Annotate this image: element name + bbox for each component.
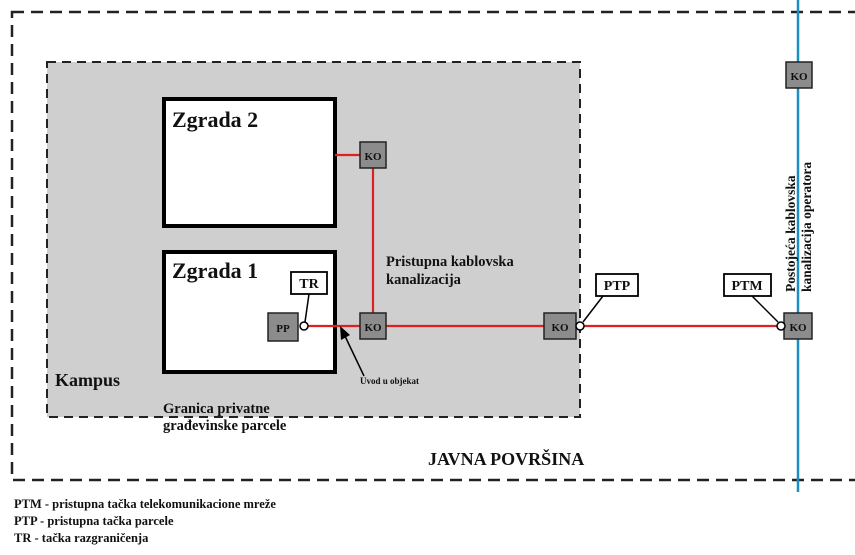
- campus-label: Kampus: [55, 370, 120, 390]
- ptp-point: [575, 321, 585, 331]
- tr-callout-label: TR: [299, 277, 319, 292]
- ko-box-upper: KO: [359, 141, 387, 169]
- operator-duct-label-2: kanalizacija operatora: [799, 162, 814, 292]
- ko-box-ptm: KO: [783, 312, 813, 340]
- entry-arrow: [340, 326, 365, 377]
- tr-callout: TR: [290, 271, 328, 323]
- building-2: [162, 97, 337, 228]
- ko-label: KO: [551, 322, 569, 334]
- access-duct-label: Pristupna kablovska: [386, 254, 514, 270]
- parcel-boundary-label-2: građevinske parcele: [163, 418, 287, 434]
- access-cable-lines: [308, 153, 784, 328]
- ko-label: KO: [790, 71, 808, 83]
- legend-item-tr: TR - tačka razgraničenja: [14, 531, 149, 545]
- ptp-callout-label: PTP: [604, 279, 631, 294]
- outer-boundary: [10, 10, 855, 482]
- ko-label: KO: [789, 322, 807, 334]
- ko-box-ptp: KO: [543, 312, 577, 340]
- pp-label: PP: [276, 323, 290, 335]
- operator-duct-label-1: Postojeća kablovska: [783, 175, 798, 292]
- building-1-label: Zgrada 1: [172, 258, 258, 283]
- ptm-point: [776, 321, 786, 331]
- tr-point: [299, 321, 309, 331]
- access-duct-label-2: kanalizacija: [386, 272, 462, 288]
- ko-label: KO: [364, 322, 382, 334]
- ko-label: KO: [364, 151, 382, 163]
- legend: PTM - pristupna tačka telekomunikacione …: [14, 496, 276, 547]
- legend-item-ptp: PTP - pristupna tačka parcele: [14, 514, 174, 528]
- pp-box: PP: [267, 312, 299, 342]
- legend-item-ptm: PTM - pristupna tačka telekomunikacione …: [14, 497, 276, 511]
- ptm-callout: PTM: [723, 273, 779, 323]
- entry-label: Uvod u objekat: [360, 376, 419, 386]
- public-area-label: JAVNA POVRŠINA: [428, 448, 584, 469]
- ptm-callout-label: PTM: [731, 279, 762, 294]
- parcel-boundary-label: Granica privatne: [163, 401, 270, 417]
- ko-box-building1: KO: [359, 312, 387, 340]
- ptp-callout: PTP: [582, 273, 639, 323]
- building-2-label: Zgrada 2: [172, 107, 258, 132]
- ko-box-operator-top: KO: [785, 61, 813, 89]
- operator-duct-label: Postojeća kablovska kanalizacija operato…: [783, 162, 814, 292]
